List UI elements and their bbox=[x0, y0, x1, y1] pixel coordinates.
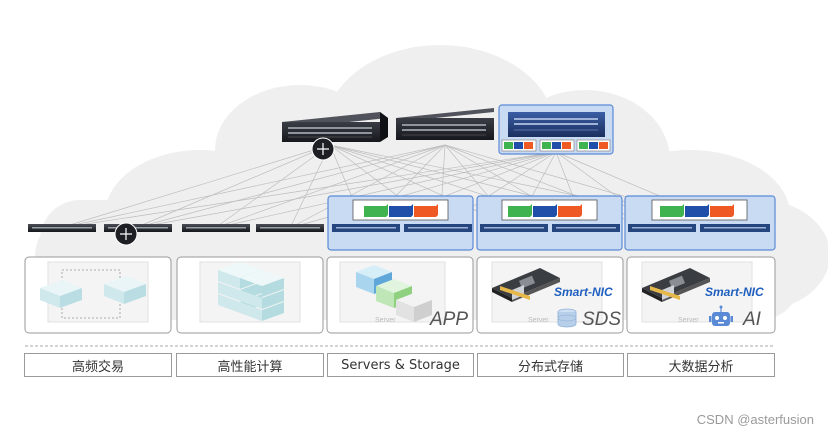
leaf-switch bbox=[404, 224, 472, 232]
leaf-switch bbox=[480, 224, 548, 232]
leaf-switch bbox=[256, 224, 324, 232]
ai-tag: AI bbox=[743, 309, 761, 330]
leaf-switch bbox=[628, 224, 696, 232]
robot-icon bbox=[709, 305, 733, 326]
server-stack-icon bbox=[199, 261, 301, 323]
label-hft: 高频交易 bbox=[24, 353, 172, 377]
sds-tag: SDS bbox=[582, 309, 622, 330]
plus-icon bbox=[311, 137, 335, 161]
server-caption: Server bbox=[375, 317, 396, 324]
leaf-switch bbox=[104, 224, 172, 232]
database-icon bbox=[557, 308, 577, 328]
label-hpc: 高性能计算 bbox=[176, 353, 324, 377]
leaf-highlight-panels bbox=[327, 195, 776, 251]
label-big-data: 大数据分析 bbox=[627, 353, 775, 377]
leaf-switches bbox=[28, 224, 770, 232]
leaf-switch bbox=[332, 224, 400, 232]
server-stack-icon bbox=[40, 261, 149, 323]
server-caption: Server bbox=[678, 317, 699, 324]
connection-lines bbox=[59, 144, 736, 229]
leaf-switch bbox=[552, 224, 620, 232]
spine-switch-highlighted bbox=[498, 104, 614, 155]
watermark: CSDN @asterfusion bbox=[696, 412, 814, 427]
leaf-switch bbox=[700, 224, 770, 232]
label-distributed-storage: 分布式存储 bbox=[477, 353, 624, 377]
smart-nic-label: Smart-NIC bbox=[705, 285, 764, 299]
spine-modules bbox=[501, 139, 611, 152]
leaf-switch bbox=[182, 224, 250, 232]
label-servers-storage: Servers & Storage bbox=[327, 353, 474, 377]
spine-switch-1 bbox=[282, 112, 388, 142]
nic-card-icon bbox=[641, 261, 753, 323]
server-stack-icon bbox=[339, 261, 446, 323]
plus-icon bbox=[114, 222, 138, 246]
nic-card-icon bbox=[491, 261, 603, 323]
leaf-switch bbox=[28, 224, 96, 232]
smart-nic-label: Smart-NIC bbox=[554, 285, 613, 299]
server-caption: Server bbox=[528, 317, 549, 324]
spine-switch-2 bbox=[396, 108, 494, 140]
app-tag: APP bbox=[430, 309, 469, 330]
